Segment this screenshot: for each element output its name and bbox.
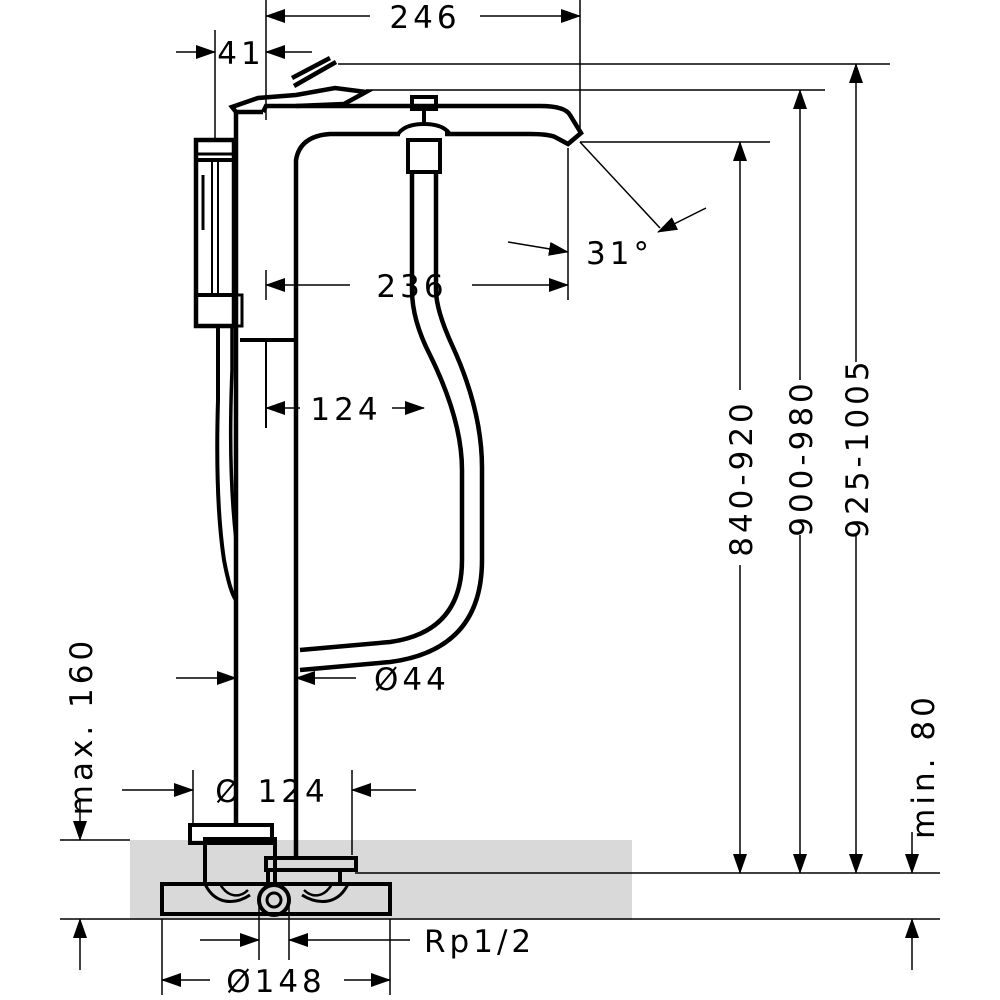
dim-min-build-up: min. 80 (905, 693, 942, 970)
dim-label-min-80: min. 80 (906, 693, 942, 839)
dim-handshower-offset: 41 (176, 36, 312, 72)
dim-column-to-hose: 124 (265, 392, 425, 428)
dim-height-lever: 925-1005 (840, 63, 876, 874)
dim-label-840-920: 840-920 (724, 399, 760, 557)
dim-label-d124: Ø 124 (215, 774, 328, 810)
dim-height-spout: 840-920 (724, 141, 760, 874)
dim-column-diameter: Ø44 (176, 662, 450, 698)
shower-hose (215, 172, 485, 673)
dim-label-124-upper: 124 (310, 392, 381, 428)
dim-connection-thread: Rp1/2 (200, 924, 535, 960)
dim-label-41: 41 (217, 36, 264, 72)
dim-spout-front: 236 (265, 269, 569, 305)
lever-handle (290, 56, 338, 88)
dim-label-925-1005: 925-1005 (840, 357, 876, 538)
dim-base-diameter: Ø 124 (122, 774, 416, 810)
dim-max-build-up: max. 160 (64, 637, 100, 970)
hose-connector (396, 95, 452, 174)
column (228, 85, 400, 860)
dim-label-d148: Ø148 (226, 964, 326, 1000)
hand-shower (193, 137, 244, 329)
dim-label-246: 246 (389, 0, 460, 36)
dim-label-d44: Ø44 (374, 662, 450, 698)
dim-spout-reach: 246 (265, 0, 581, 36)
dim-height-handle: 900-980 (784, 89, 820, 874)
dim-label-angle: 31° (586, 236, 653, 272)
mounting-base (160, 823, 392, 917)
dim-spout-angle: 31° (507, 207, 707, 272)
dim-label-236: 236 (376, 269, 447, 305)
dim-label-max-160: max. 160 (64, 637, 100, 815)
dim-bottom-plate-diameter: Ø148 (161, 964, 391, 1000)
floor-section (130, 840, 632, 920)
dim-label-900-980: 900-980 (784, 379, 820, 537)
spout (296, 103, 584, 147)
dim-label-rp12: Rp1/2 (424, 924, 535, 960)
